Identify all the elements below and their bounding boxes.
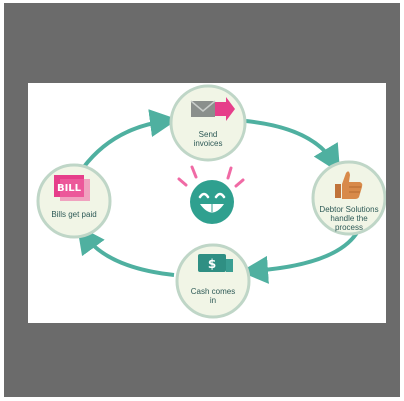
arrow-cash-to-bills bbox=[76, 225, 175, 277]
node-label-bills: Bills get paid bbox=[51, 210, 97, 219]
bill-icon: BILL bbox=[54, 175, 90, 201]
node-debtor-solutions bbox=[311, 160, 386, 236]
envelope-arrow-icon bbox=[190, 97, 235, 121]
happy-face-icon bbox=[177, 165, 245, 224]
dollar-bill-icon: $ bbox=[198, 254, 233, 272]
arrow-debtor-to-cash bbox=[240, 229, 360, 284]
diagram-panel: $ BILL Send invoices Debtor Solutions bbox=[28, 83, 386, 323]
cycle-diagram: $ BILL bbox=[36, 84, 386, 319]
svg-text:$: $ bbox=[208, 257, 216, 271]
node-cash-comes-in: $ bbox=[175, 243, 251, 319]
svg-text:BILL: BILL bbox=[57, 183, 82, 194]
node-label-send: Send invoices bbox=[193, 130, 223, 148]
node-label-cash: Cash comes in bbox=[190, 287, 236, 305]
arrow-send-to-debtor bbox=[245, 119, 341, 174]
node-send-invoices bbox=[169, 84, 247, 162]
arrow-bills-to-send bbox=[81, 109, 178, 170]
node-label-debtor: Debtor Solutions handle the process bbox=[319, 205, 379, 232]
thumbs-up-icon bbox=[335, 171, 363, 199]
node-bills-get-paid: BILL bbox=[36, 163, 112, 239]
